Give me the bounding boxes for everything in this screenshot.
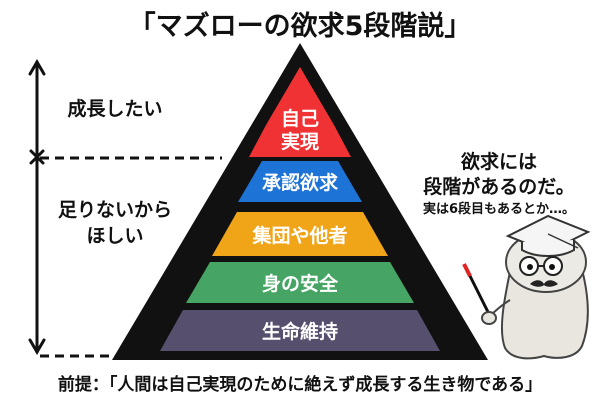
deficiency-label-line-1: 足りないから <box>57 199 172 221</box>
pyramid-level-2-band <box>238 161 362 202</box>
pyramid-level-3-label: 集団や他者 <box>251 224 347 247</box>
pyramid-level-1-label-a: 自己 <box>281 107 319 130</box>
pyramid-level-2-label: 承認欲求 <box>262 171 339 194</box>
graduation-cap-base <box>521 240 575 257</box>
pyramid-level-4-label: 身の安全 <box>262 272 339 295</box>
pyramid-level-5-label: 生命維持 <box>262 320 338 343</box>
pyramid-level-3-band <box>212 212 388 256</box>
pyramid-level-5-band <box>160 310 440 351</box>
speech-line-3: 実は6段目もあるとか…。 <box>422 202 576 217</box>
mascot-mustache <box>530 280 558 287</box>
pyramid-level-1-band <box>266 67 334 125</box>
pyramid-level-1-band-lower <box>249 125 351 157</box>
premise-caption: 前提：「人間は自己実現のために絶えず成長する生き物である」 <box>57 375 543 395</box>
deficiency-label: 足りないから ほしい <box>50 197 180 249</box>
page-title: 「マズローの欲求5段階説」 <box>128 11 472 42</box>
speech-line-1: 欲求には <box>460 151 537 173</box>
pointer-stick <box>466 271 492 317</box>
deficiency-label-line-2: ほしい <box>86 225 144 247</box>
pyramid-level-4-band <box>186 262 414 303</box>
graduation-cap-tassel <box>547 233 579 249</box>
mascot-eye-left <box>527 264 533 270</box>
mascot-hand <box>481 311 497 325</box>
pointer-tip <box>462 263 472 277</box>
mascot-character <box>462 214 591 360</box>
growth-scale-arrow <box>28 59 46 355</box>
pyramid-level-1-label-b: 実現 <box>281 130 319 153</box>
mascot-speech: 欲求には 段階があるのだ。 実は6段目もあるとか…。 <box>404 150 594 220</box>
mascot-eye-right <box>549 264 555 270</box>
speech-line-2: 段階があるのだ。 <box>423 176 575 198</box>
growth-label: 成長したい <box>67 98 163 120</box>
